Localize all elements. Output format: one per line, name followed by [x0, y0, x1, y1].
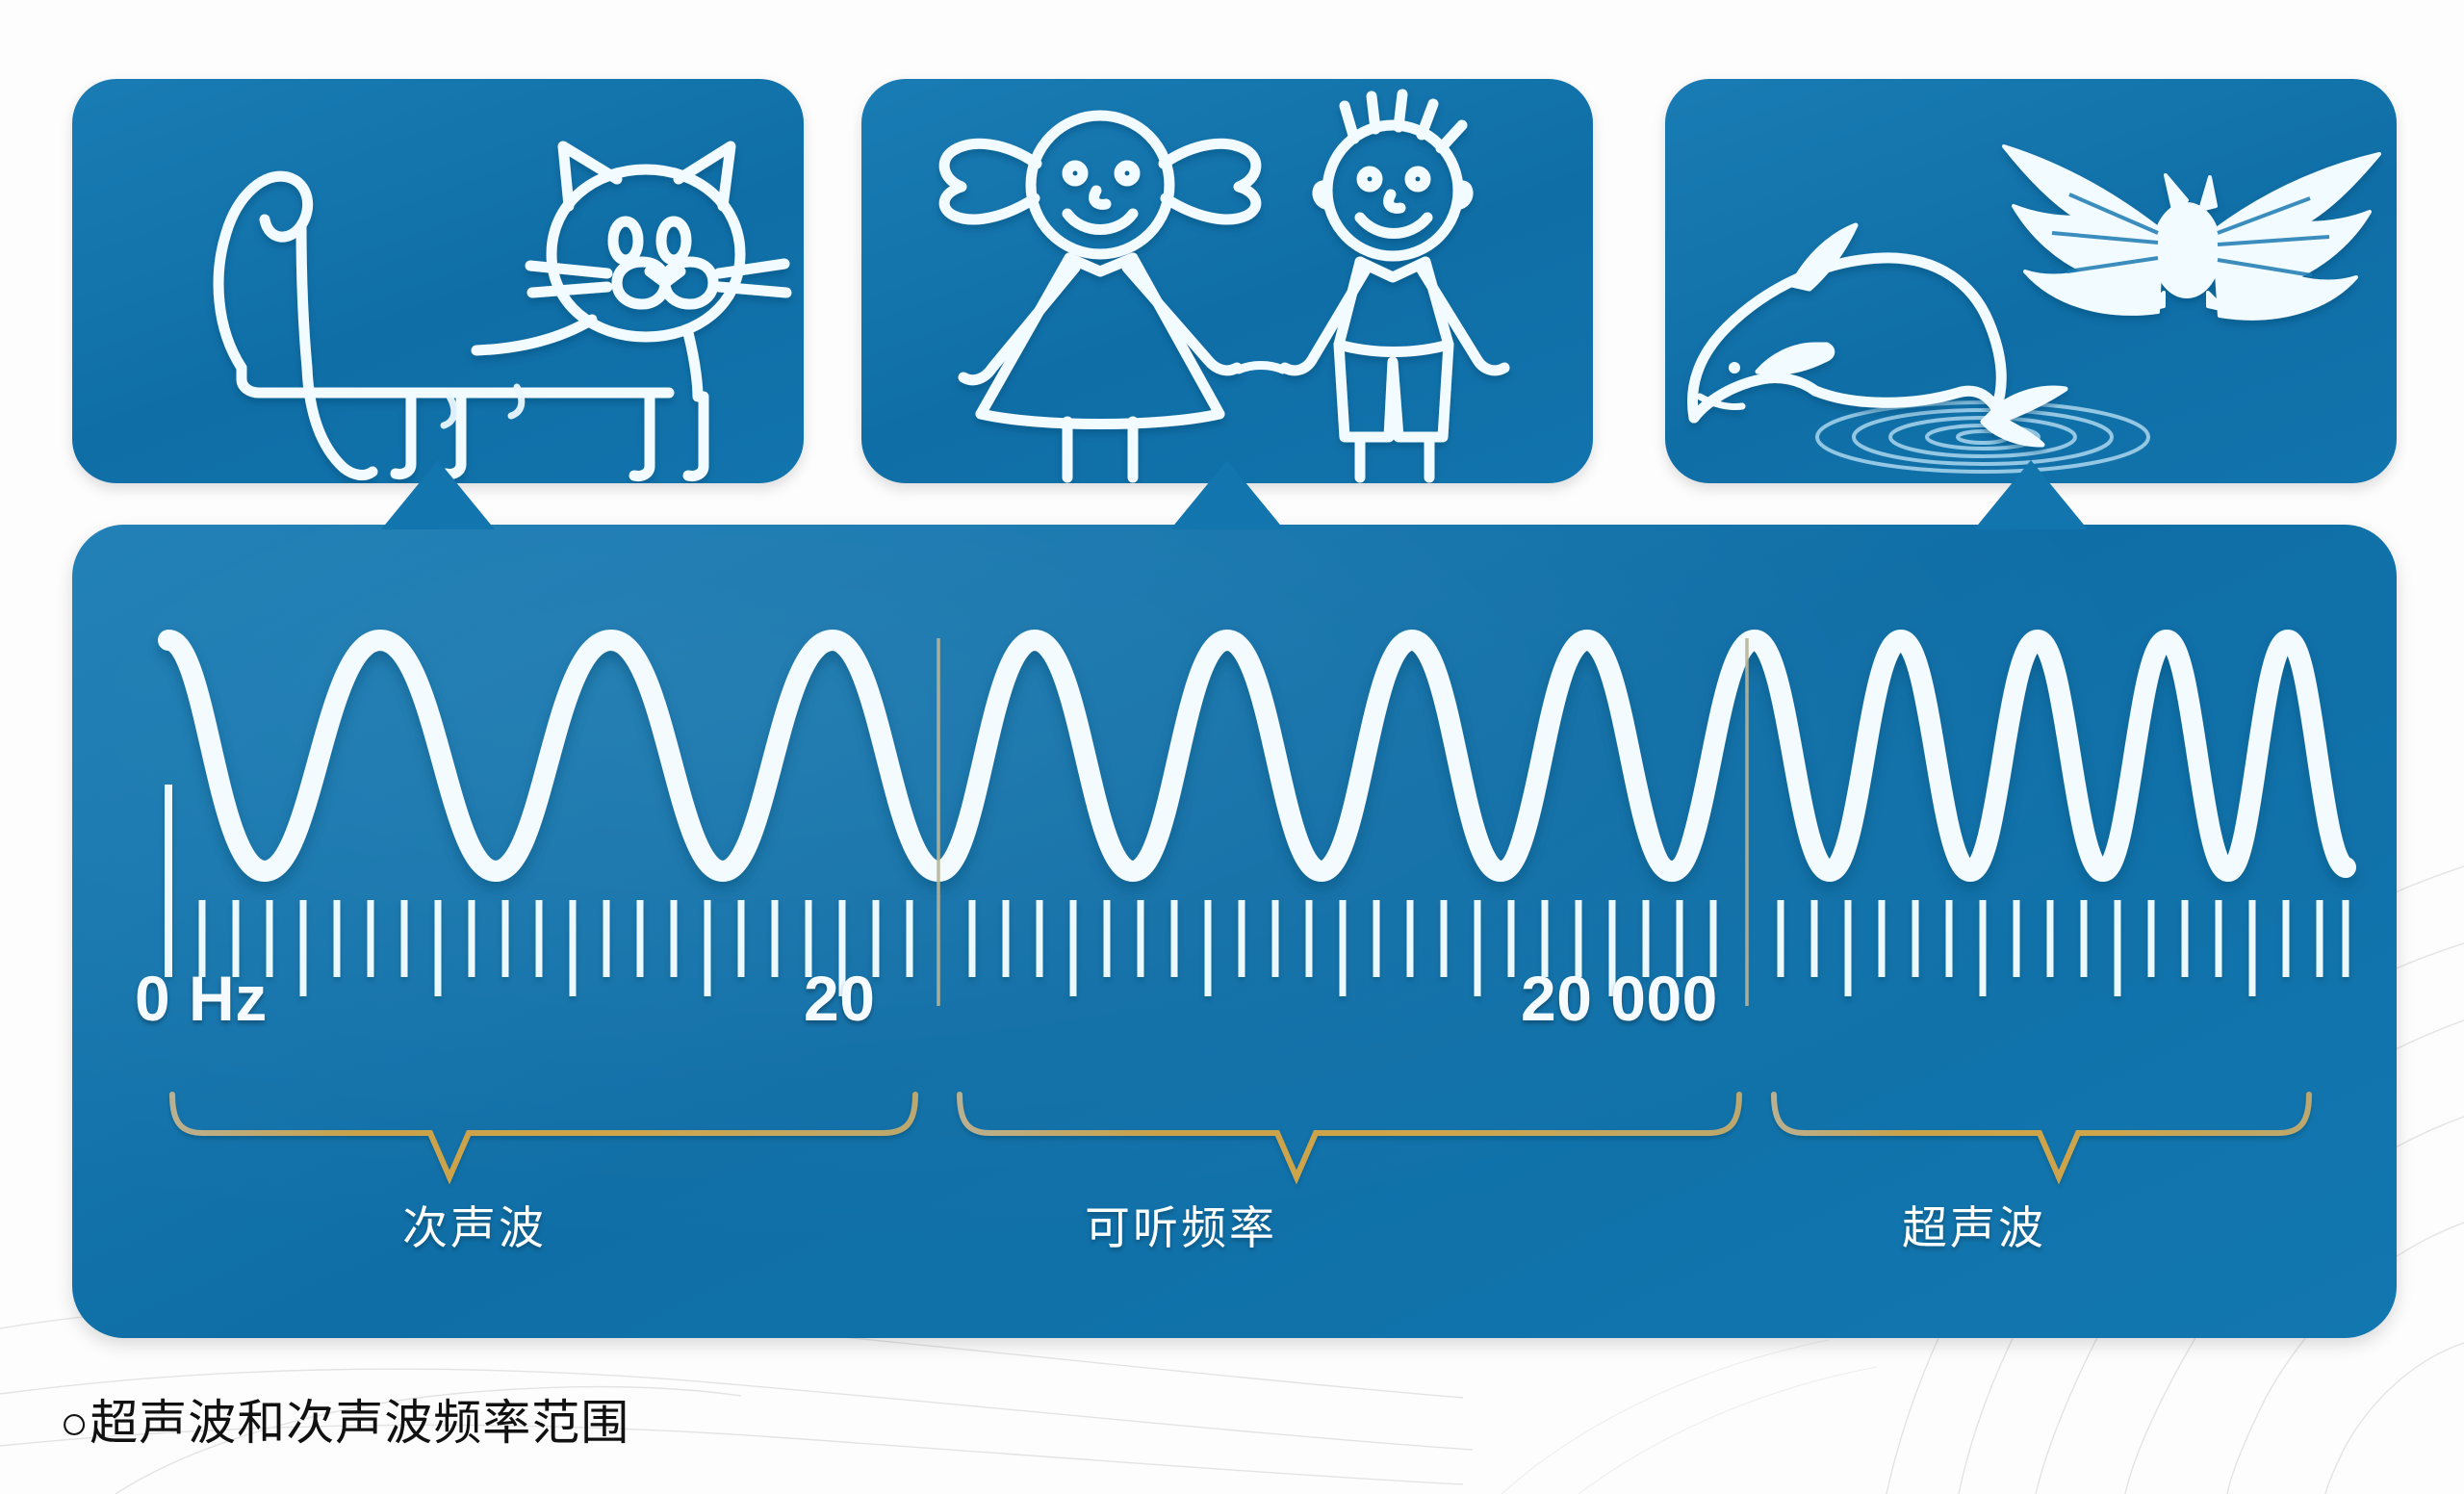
connector-arrow-cat [381, 460, 495, 529]
card-cat[interactable] [72, 79, 804, 483]
card-animals[interactable] [1665, 79, 2397, 483]
frequency-spectrum-panel: 0 Hz 20 20 000 次声波 可听频率 超声波 [72, 525, 2397, 1338]
dolphin-and-bat-icon [1687, 144, 2381, 474]
band-label-infrasound: 次声波 [402, 1202, 547, 1253]
band-label-ultrasound: 超声波 [1902, 1202, 2046, 1253]
band-braces [169, 1092, 2312, 1185]
band-label-audible: 可听频率 [1085, 1202, 1277, 1253]
sound-wave-path [158, 629, 2356, 883]
axis-label-20000: 20 000 [1521, 963, 1718, 1034]
card-people[interactable] [861, 79, 1593, 483]
cat-icon [213, 141, 792, 481]
axis-label-20: 20 [804, 963, 876, 1034]
ruler-ticks [165, 785, 2349, 996]
children-icon [938, 89, 1510, 483]
figure-caption: ○超声波和次声波频率范围 [60, 1396, 630, 1450]
axis-label-0hz: 0 Hz [135, 963, 268, 1034]
connector-arrow-people [1170, 460, 1284, 529]
connector-arrow-animals [1974, 460, 2088, 529]
illustration-card-row [0, 0, 2464, 539]
